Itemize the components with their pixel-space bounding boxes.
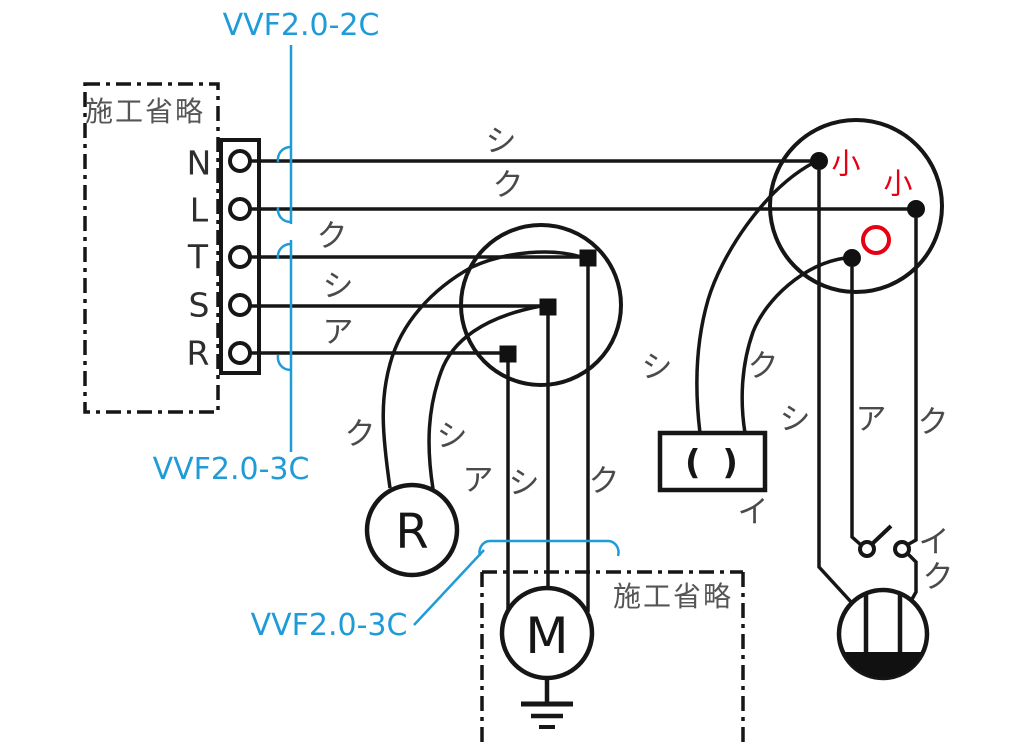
terminal-letter-s: S [188, 285, 210, 325]
connector-r-phase [499, 345, 517, 363]
motor-box-label: 施工省略 [612, 580, 734, 613]
wire-label-r-a: ア [322, 314, 354, 351]
marker-3c-bottom-leader [413, 549, 485, 626]
pilot-lamp-wire-shi: シ [436, 418, 468, 455]
switch-wire-ku: ク [917, 404, 949, 441]
joint-live [907, 200, 925, 218]
source-box-label: 施工省略 [84, 95, 206, 128]
switch-terminal-left [858, 540, 876, 558]
wire-label-t-ku: ク [316, 218, 348, 255]
wire-label-s-shi: シ [322, 268, 354, 305]
outlet-filled-segment [843, 652, 923, 678]
wire-label-l-ku: ク [492, 167, 524, 204]
motor-wires [506, 266, 590, 612]
sleeve-mark-small-2: 小 [883, 166, 913, 201]
connector-s-phase [539, 298, 557, 316]
sleeve-mark-maru [861, 225, 891, 255]
cable-label-vvf20-2c: VVF2.0-2C [222, 8, 380, 43]
cable-label-vvf20-3c-left: VVF2.0-3C [152, 452, 310, 487]
pilot-lamp-leads [381, 250, 582, 490]
motor-omitted-box [480, 570, 745, 742]
terminal-letter-r: R [186, 333, 210, 373]
ceiling-wire-shi: シ [641, 349, 673, 386]
connector-t-phase [579, 249, 597, 267]
pilot-lamp-black-lead [381, 250, 582, 489]
pilot-lamp-white-lead [427, 304, 542, 490]
ceiling-body-text: ( ) [685, 443, 743, 483]
outlet-wire-shi: シ [779, 401, 811, 438]
pilot-lamp-circle [364, 482, 460, 578]
marker-2c-hook-bottom [276, 206, 292, 224]
joint-box-circle [768, 118, 944, 294]
ring-sleeve-joints [810, 152, 925, 267]
ceiling-white-lead [695, 161, 814, 434]
ceiling-black-lead [740, 256, 846, 434]
switch-return-red-wire [850, 267, 863, 547]
wire-label-n-shi: シ [485, 123, 517, 160]
terminal-letter-t: T [187, 237, 209, 277]
motor-wire-ku: ク [588, 463, 620, 500]
ground-symbol [521, 678, 573, 729]
switch-terminal-right [893, 540, 911, 558]
joint-box-wires [817, 170, 918, 605]
source-omitted-box [83, 82, 220, 414]
switch-circuit-i: イ [918, 524, 950, 561]
marker-3c-left-hook-top [276, 242, 292, 260]
switch-symbol [858, 524, 911, 558]
switch-feed-black-wire [906, 218, 918, 547]
joint-switch-return [843, 249, 861, 267]
marker-3c-left-hook-bottom [276, 354, 292, 372]
motor-letter: M [525, 607, 569, 665]
cable-markers [276, 45, 620, 626]
ceiling-circuit-i: イ [737, 494, 769, 531]
sleeve-mark-small-1: 小 [831, 146, 861, 181]
ceiling-body-box [657, 430, 768, 493]
terminal-letter-n: N [186, 143, 212, 183]
terminal-letter-l: L [189, 190, 209, 230]
joint-neutral [810, 152, 828, 170]
ceiling-body-leads [695, 161, 846, 434]
push-in-connectors [499, 249, 597, 363]
marker-2c-hook-top [276, 145, 292, 163]
switch-outlet-wire-ku: ク [922, 559, 954, 596]
switch-to-outlet-black-wire [906, 552, 918, 602]
switch-wire-a: ア [855, 401, 887, 438]
pilot-lamp-letter: R [395, 504, 429, 560]
outlet-symbol [836, 587, 930, 681]
motor-wire-a: ア [462, 462, 494, 499]
ceiling-wire-ku: ク [747, 348, 779, 385]
terminal-block [219, 138, 261, 375]
motor-wire-shi: シ [508, 465, 540, 502]
marker-3c-bottom-hook-right [608, 539, 620, 557]
cable-label-vvf20-3c-bottom: VVF2.0-3C [250, 608, 408, 643]
pilot-lamp-wire-ku: ク [344, 416, 376, 453]
switch-blade [870, 524, 893, 546]
outlet-white-wire [817, 170, 854, 605]
